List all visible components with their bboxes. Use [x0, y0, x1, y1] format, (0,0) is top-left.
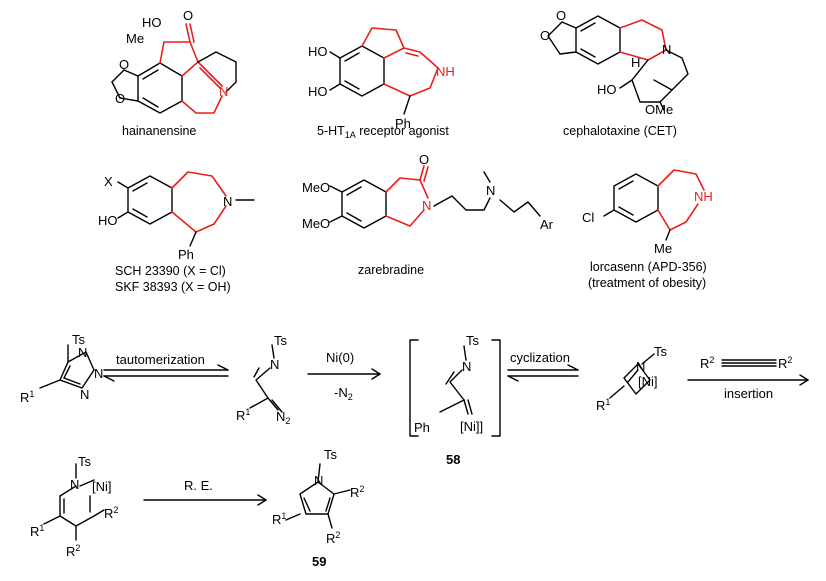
- triazole-n1-label: N: [78, 345, 87, 360]
- cephalotaxine-h-label: H: [631, 55, 640, 70]
- lorcasenn-cl-label: Cl: [582, 210, 594, 225]
- pyrrole-r2a-label: R2: [350, 484, 364, 500]
- ht1a-ph-label: Ph: [395, 116, 411, 131]
- cephalotaxine-n-label: N: [662, 42, 671, 57]
- ni0-label: Ni(0): [326, 350, 354, 365]
- re-arrow: [143, 494, 267, 506]
- diazo-n-label: N: [270, 357, 279, 372]
- intermediate-58-brackets: [409, 339, 501, 437]
- hainanensine-o-label: O: [183, 8, 193, 23]
- six-r2a-label: R2: [104, 505, 118, 521]
- tautomerization-equilibrium-arrow: [103, 364, 229, 382]
- cephalotaxine-o2-label: O: [540, 28, 550, 43]
- zarebradine-n-label: N: [422, 198, 431, 213]
- cyclization-equilibrium-arrow: [507, 364, 579, 382]
- six-ni-label: [Ni]: [92, 479, 112, 494]
- six-r2b-label: R2: [66, 543, 80, 559]
- zarebradine-o-label: O: [419, 152, 429, 167]
- cephalotaxine-name: cephalotaxine (CET): [563, 124, 677, 138]
- nickelacycle-n-label: N: [636, 359, 645, 374]
- zarebradine-meo1-label: MeO: [302, 180, 330, 195]
- hainanensine-o1-label: O: [119, 57, 129, 72]
- six-r1-label: R1: [30, 523, 44, 539]
- cephalotaxine-ome-label: OMe: [645, 102, 673, 117]
- ht1a-ho-label: HO: [308, 44, 328, 59]
- pyrrole-r1-label: R1: [272, 511, 286, 527]
- ht1a-nh-label: NH: [436, 64, 455, 79]
- cephalotaxine-o1-label: O: [556, 8, 566, 23]
- cyclization-label: cyclization: [510, 350, 570, 365]
- nickelacycle-r1-label: R1: [596, 397, 610, 413]
- six-ts-label: Ts: [78, 454, 92, 469]
- zarebradine-n2-label: N: [486, 183, 495, 198]
- lorcasenn-nh-label: NH: [694, 189, 713, 204]
- sch-ph-label: Ph: [178, 247, 194, 262]
- diazo-ts-label: Ts: [274, 333, 288, 348]
- tautomerization-label: tautomerization: [116, 352, 205, 367]
- triazole-ts-label: Ts: [72, 332, 86, 347]
- int58-ts-label: Ts: [466, 333, 480, 348]
- sch-n-label: N: [223, 194, 232, 209]
- hainanensine-name: hainanensine: [122, 124, 196, 138]
- alkyne-r2-left-label: R2: [700, 355, 714, 371]
- zarebradine-structure: [329, 165, 541, 229]
- int58-ni-label: [Ni]]: [460, 419, 483, 434]
- pyrrole-59-structure: [285, 463, 351, 529]
- lorcasenn-me-label: Me: [654, 241, 672, 256]
- alkyne-r2-right-label: R2: [778, 355, 792, 371]
- insertion-label: insertion: [724, 386, 773, 401]
- zarebradine-ar-label: Ar: [540, 217, 554, 232]
- triazole-n3-label: N: [80, 387, 89, 402]
- insertion-arrow: [687, 359, 809, 386]
- zarebradine-name: zarebradine: [358, 263, 424, 277]
- hainanensine-ho-label: HO: [142, 15, 162, 30]
- int58-ph-label: Ph: [414, 420, 430, 435]
- int58-n-label: N: [462, 359, 471, 374]
- diazo-r1-label: R1: [236, 407, 250, 423]
- lorcasenn-name-line2: (treatment of obesity): [588, 276, 706, 290]
- triazole-n2-label: N: [94, 366, 103, 381]
- lorcasenn-structure: [603, 169, 705, 241]
- re-label: R. E.: [184, 478, 213, 493]
- nickelacycle-structure: [609, 353, 655, 399]
- lorcasenn-name-line1: lorcasenn (APD-356): [590, 260, 707, 274]
- compound-59-label: 59: [312, 554, 326, 569]
- sch23390-name: SCH 23390 (X = Cl): [115, 264, 226, 278]
- hainanensine-structure: [111, 23, 237, 114]
- sch-x-label: X: [104, 174, 113, 189]
- zarebradine-meo2-label: MeO: [302, 216, 330, 231]
- pyrrole-n-label: N: [314, 473, 323, 488]
- six-n-label: N: [70, 477, 79, 492]
- ht1a-name: 5-HT1A receptor agonist: [317, 124, 449, 140]
- hainanensine-n-label: N: [219, 84, 228, 99]
- ht1a-ho2-label: HO: [308, 84, 328, 99]
- nickelacycle-six-structure: [43, 463, 105, 541]
- sch23390-structure: [117, 171, 255, 247]
- compound-58-label: 58: [446, 452, 460, 467]
- hainanensine-me-label: Me: [126, 31, 144, 46]
- sch-ho-label: HO: [98, 213, 118, 228]
- nickelacycle-ni-label: [Ni]: [638, 374, 658, 389]
- minus-n2-label: -N2: [334, 385, 353, 402]
- ni-arrow: [307, 368, 381, 380]
- hainanensine-o2-label: O: [115, 91, 125, 106]
- diazo-imine-structure: [249, 344, 283, 413]
- pyrrole-ts-label: Ts: [324, 447, 338, 462]
- nickelacycle-ts-label: Ts: [654, 344, 668, 359]
- skf38393-name: SKF 38393 (X = OH): [115, 280, 231, 294]
- triazole-structure: [39, 344, 95, 389]
- cephalotaxine-ho-label: HO: [597, 82, 617, 97]
- cephalotaxine-structure: [547, 15, 689, 111]
- triazole-r1-label: R1: [20, 389, 34, 405]
- pyrrole-r2b-label: R2: [326, 530, 340, 546]
- ht1a-agonist-structure: [329, 27, 439, 115]
- diazo-n2-label: N2: [276, 409, 290, 426]
